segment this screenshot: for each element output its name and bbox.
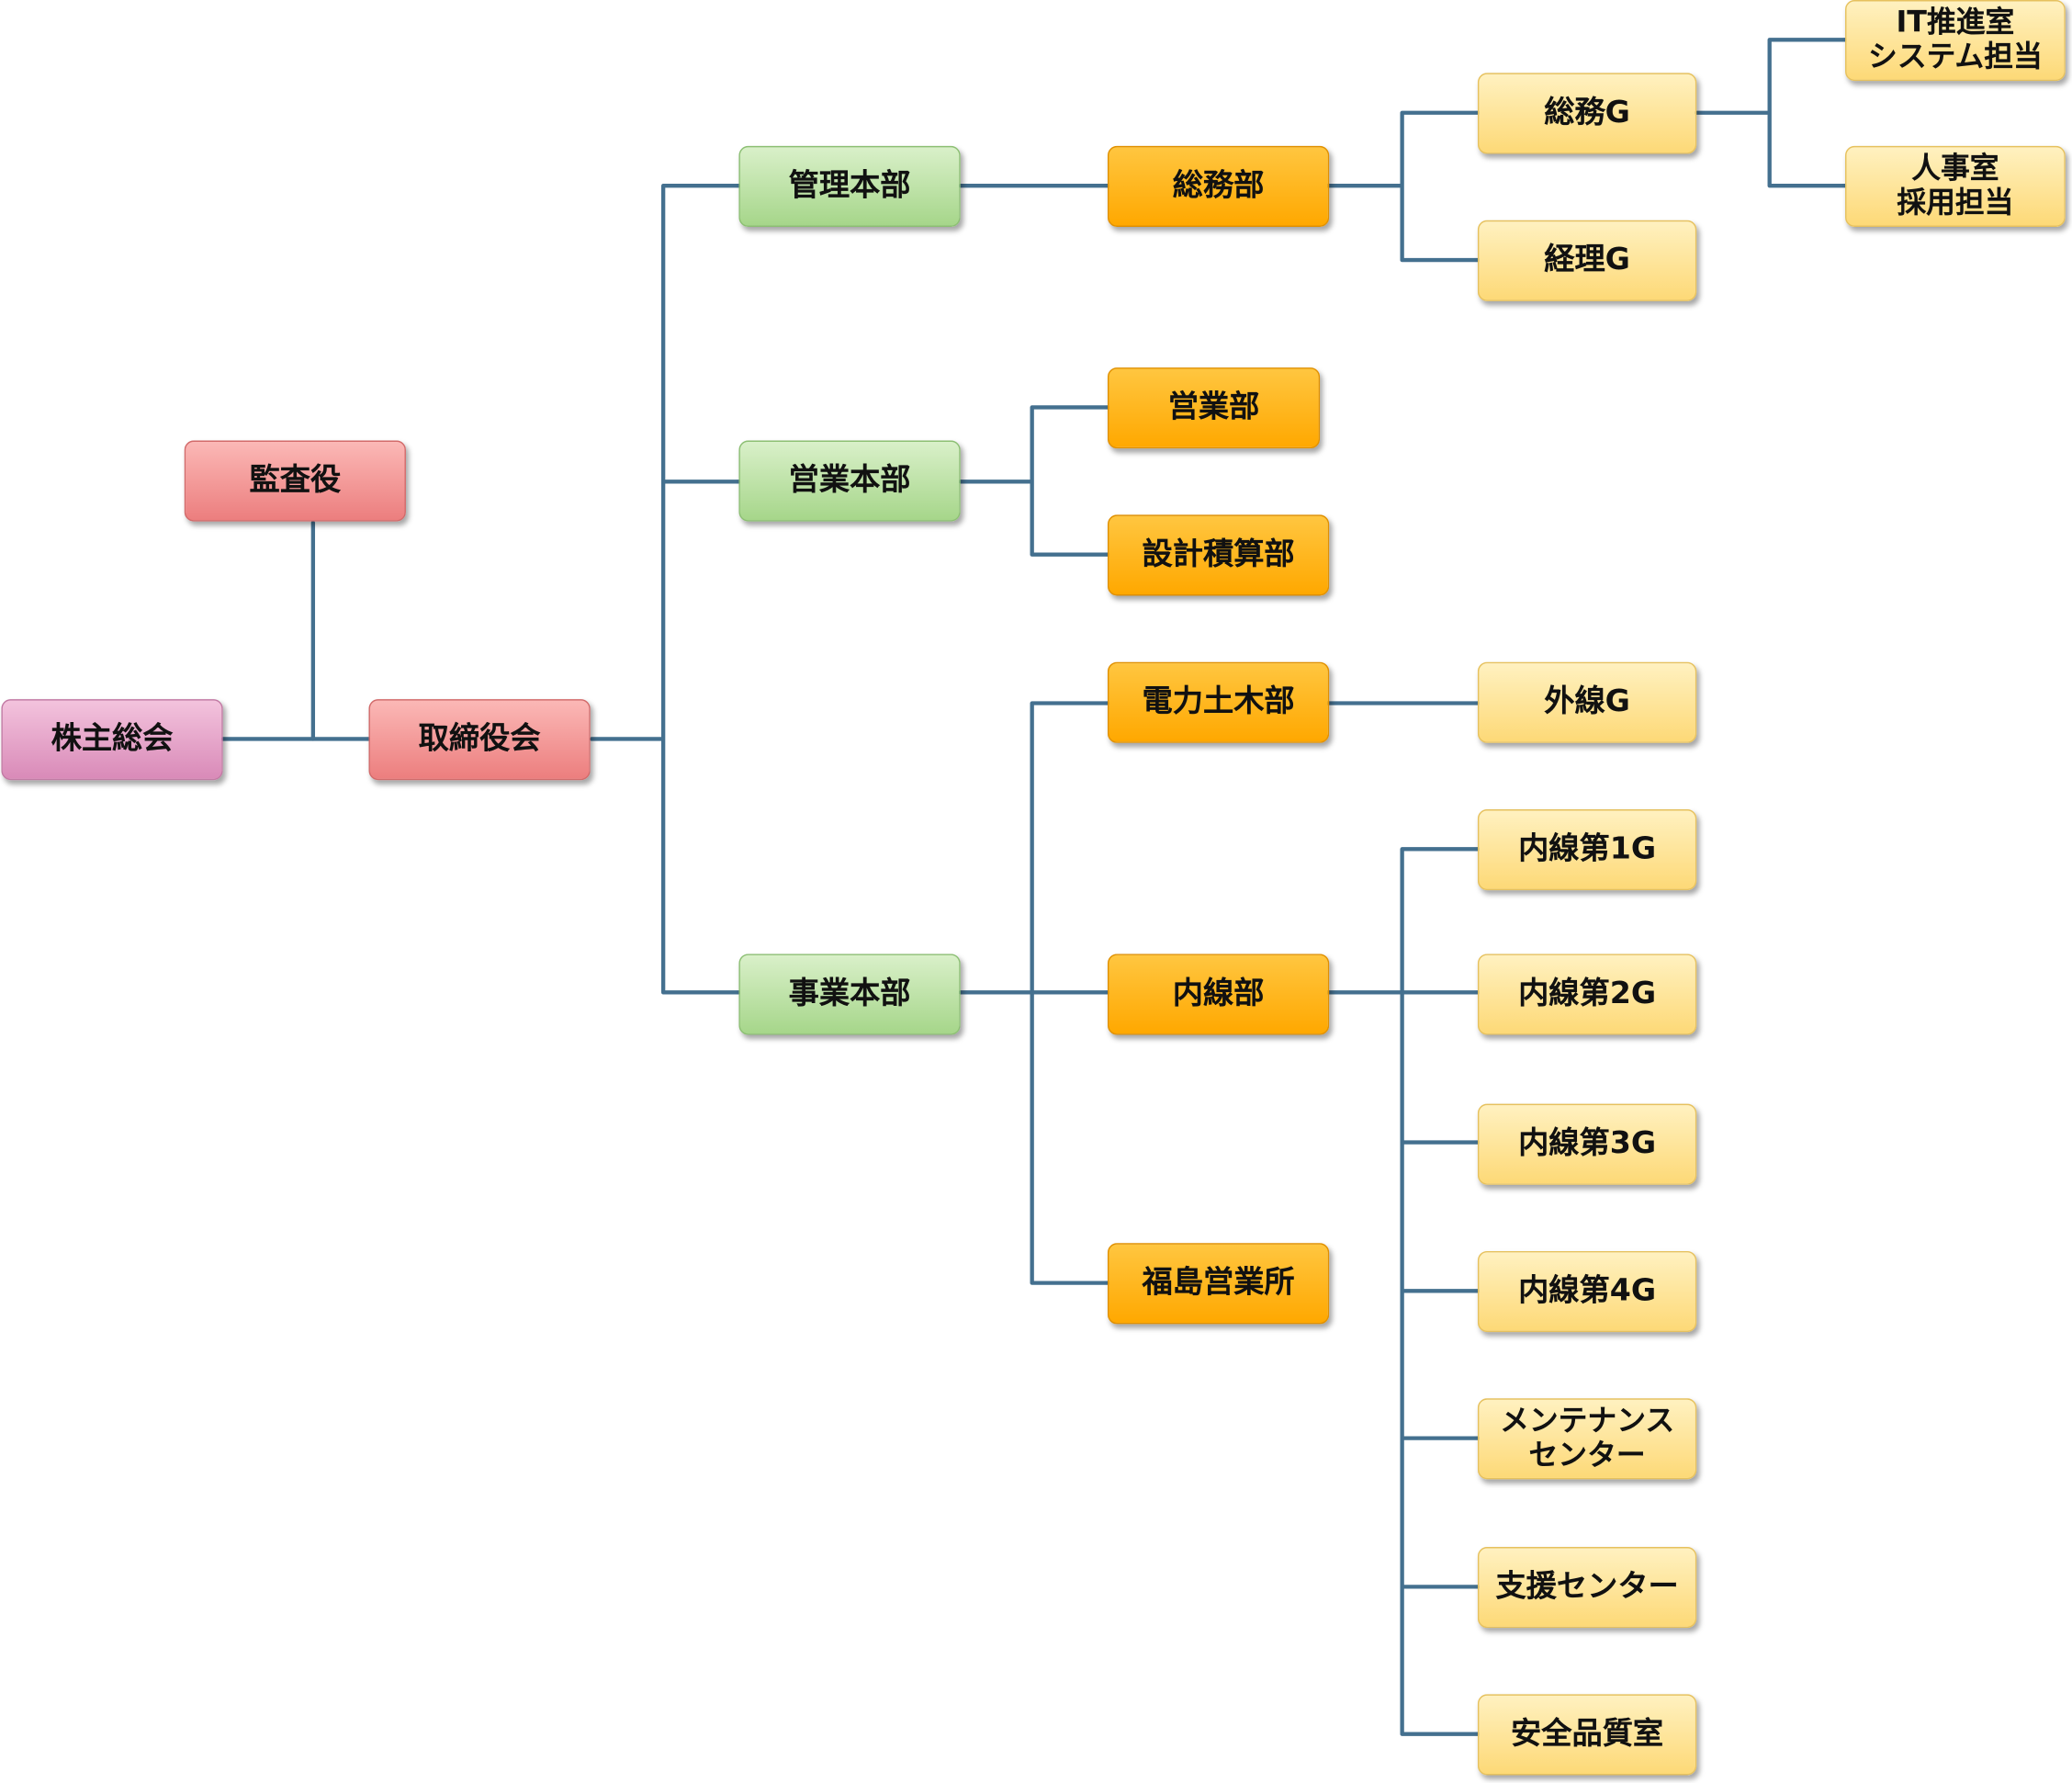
node-accounting-g: 経理G <box>1477 220 1697 301</box>
node-support-center: 支援センター <box>1477 1547 1697 1629</box>
node-power-civil-dept: 電力土木部 <box>1107 661 1330 743</box>
node-sales-hq: 営業本部 <box>738 440 961 522</box>
node-general-affairs-dept: 総務部 <box>1107 145 1330 227</box>
node-outside-wiring-g: 外線G <box>1477 661 1697 743</box>
node-hr-office: 人事室 採用担当 <box>1845 145 2066 227</box>
node-inside-wiring-1g: 内線第1G <box>1477 809 1697 891</box>
link-ga-offices <box>1695 38 1848 188</box>
node-it-office: IT推進室 システム担当 <box>1845 0 2066 82</box>
node-inside-wiring-4g: 内線第4G <box>1477 1250 1697 1333</box>
node-inside-wiring-dept: 内線部 <box>1107 954 1330 1035</box>
node-auditor: 監査役 <box>184 440 406 522</box>
link-general-groups <box>1325 110 1481 263</box>
node-sales-dept: 営業部 <box>1107 367 1321 449</box>
link-sales-depts <box>958 405 1110 557</box>
link-business-depts <box>958 701 1110 1285</box>
node-general-affairs-g: 総務G <box>1477 73 1697 154</box>
node-shareholders: 株主総会 <box>1 699 223 781</box>
node-fukushima-office: 福島営業所 <box>1107 1243 1330 1325</box>
link-inside-groups <box>1325 847 1481 1736</box>
node-maintenance-center: メンテナンス センター <box>1477 1398 1697 1480</box>
node-inside-wiring-3g: 内線第3G <box>1477 1103 1697 1185</box>
node-design-estimation-dept: 設計積算部 <box>1107 514 1330 596</box>
node-business-hq: 事業本部 <box>738 954 961 1035</box>
link-board-hqs <box>589 184 741 995</box>
node-safety-quality-office: 安全品質室 <box>1477 1694 1697 1776</box>
node-inside-wiring-2g: 内線第2G <box>1477 954 1697 1035</box>
node-admin-hq: 管理本部 <box>738 145 961 227</box>
node-board: 取締役会 <box>368 699 591 781</box>
